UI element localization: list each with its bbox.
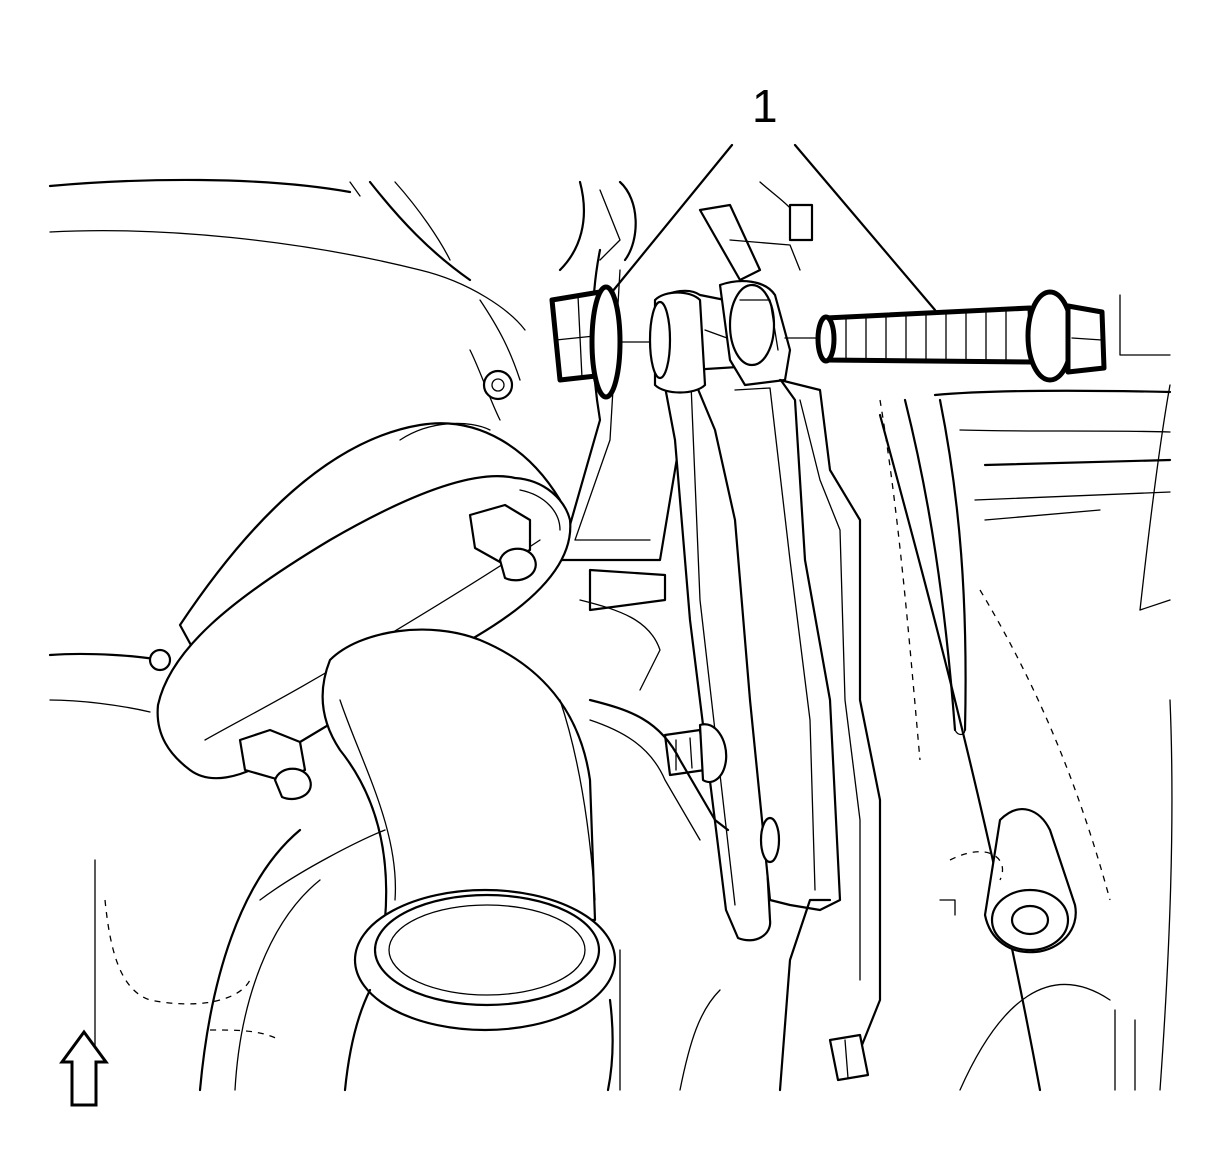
bolt-shank (823, 305, 1035, 365)
nut-flange-washer (589, 284, 623, 400)
bolt-flange (1025, 289, 1075, 383)
exhaust-pipe-assembly (156, 422, 617, 1092)
callout-label: 1 (752, 80, 778, 132)
callout-1: 1 (610, 80, 937, 312)
leader-line-bolt (793, 143, 937, 312)
up-arrow-icon (59, 1029, 109, 1107)
background-structure (48, 178, 1173, 1092)
fastener-set (549, 284, 1107, 400)
bracket-assembly (558, 248, 882, 1092)
leader-line-nut (610, 143, 734, 294)
